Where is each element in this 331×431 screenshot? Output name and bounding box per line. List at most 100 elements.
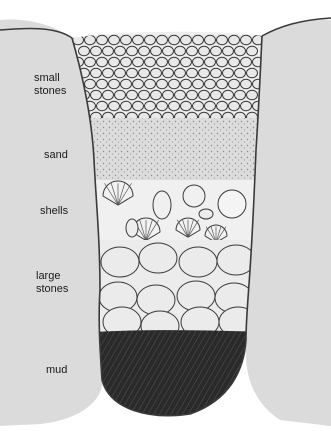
label-small-stones-line2: stones [34,85,66,98]
sand-dollar-shell [218,190,246,218]
small-stone [133,35,144,45]
small-stone [241,79,252,89]
small-stone [91,68,102,78]
large-stone [139,243,177,273]
small-stone [199,68,210,78]
label-large-stones-line1: large [36,270,68,283]
small-stone [127,46,138,56]
small-stone [163,46,174,56]
small-stone [163,68,174,78]
small-stone [205,101,216,111]
small-stone [247,90,258,100]
small-stone [121,101,132,111]
small-stone [157,57,168,67]
small-stone [181,79,192,89]
small-stone [79,46,90,56]
small-stone [235,90,246,100]
small-stone [133,101,144,111]
small-stone [181,35,192,45]
small-stone [115,46,126,56]
small-stone [187,68,198,78]
small-stone [199,46,210,56]
small-stone [229,35,240,45]
small-stone [157,79,168,89]
small-stone [91,90,102,100]
small-stone [217,79,228,89]
small-stone [205,57,216,67]
small-stone [151,46,162,56]
small-stone [241,35,252,45]
small-stone [229,79,240,89]
small-stone [217,57,228,67]
small-stone [169,35,180,45]
small-stone [139,68,150,78]
small-stone [133,57,144,67]
small-stone [145,101,156,111]
small-stone [85,35,96,45]
small-stone [169,79,180,89]
small-stone [169,57,180,67]
label-large-stones-line2: stones [36,283,68,296]
label-small-stones: small stones [34,72,66,98]
shell [126,219,138,237]
small-stone [175,68,186,78]
small-stone [139,46,150,56]
small-stone [109,57,120,67]
label-large-stones: large stones [36,270,68,296]
small-stone [217,101,228,111]
label-small-stones-line1: small [34,72,66,85]
small-stone [187,46,198,56]
small-stone [133,79,144,89]
small-stone [145,35,156,45]
small-stone [109,35,120,45]
small-stone [103,46,114,56]
large-stone [179,247,217,277]
small-stone [145,79,156,89]
label-sand: sand [44,149,68,162]
small-stone [199,90,210,100]
small-stone [211,68,222,78]
small-stone [193,57,204,67]
small-stone [247,68,258,78]
small-stone [151,68,162,78]
small-stone [127,68,138,78]
small-stone [109,101,120,111]
small-stone [223,68,234,78]
small-stone [103,90,114,100]
small-stone [121,57,132,67]
small-stone [193,35,204,45]
small-stone [181,57,192,67]
small-stone [169,101,180,111]
small-stone [139,90,150,100]
small-stone [241,57,252,67]
small-stone [181,101,192,111]
small-stone [229,57,240,67]
small-stone [97,57,108,67]
small-stone [211,90,222,100]
small-stone [97,101,108,111]
small-stone [223,46,234,56]
small-stone [97,79,108,89]
small-stone [187,90,198,100]
label-mud: mud [46,364,67,377]
small-stone [163,90,174,100]
large-stone [137,285,175,315]
small-stone [151,90,162,100]
small-stone [121,35,132,45]
small-stone [103,68,114,78]
large-stone [101,247,139,277]
small-stone [115,90,126,100]
small-stone [193,101,204,111]
small-stone [85,79,96,89]
small-stone [157,101,168,111]
small-stone [175,46,186,56]
small-stone [175,90,186,100]
small-stone [91,46,102,56]
small-stone [109,79,120,89]
small-stone [229,101,240,111]
small-stone [97,35,108,45]
label-shells: shells [40,205,68,218]
small-stone [247,46,258,56]
small-stone [127,90,138,100]
